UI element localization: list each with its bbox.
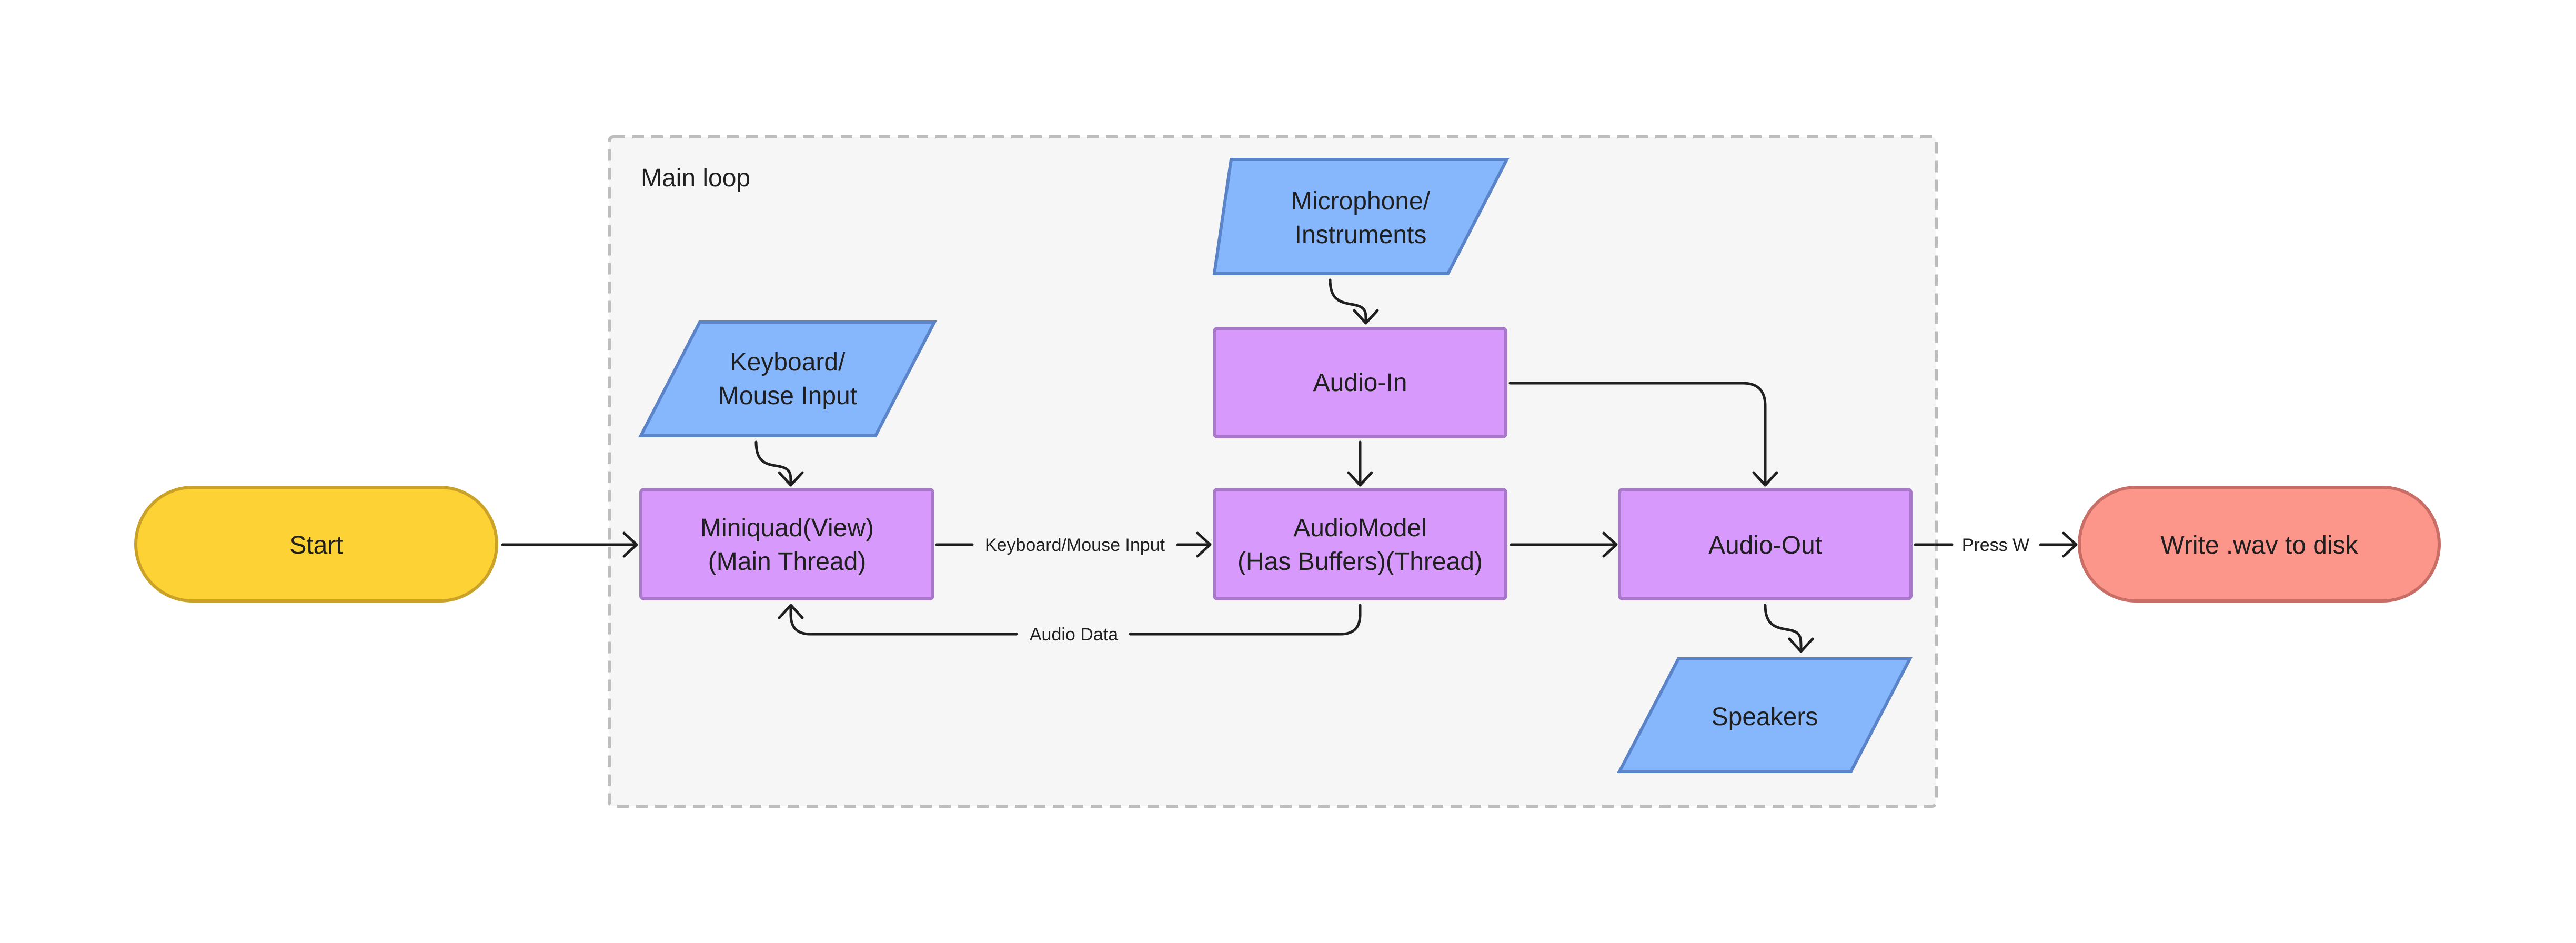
node-audio-model[interactable]: AudioModel (Has Buffers)(Thread) — [1213, 488, 1507, 600]
node-microphone-line-1: Microphone/ — [1291, 187, 1431, 215]
node-speakers[interactable]: Speakers — [1617, 657, 1913, 773]
edge-audioout-to-write: Press W — [1914, 531, 2078, 558]
edges: Keyboard/Mouse Input Audio Data — [501, 278, 2078, 653]
edge-microphone-to-audioin — [1329, 278, 1379, 325]
node-start[interactable]: Start — [134, 486, 498, 603]
node-audio-model-line-1: AudioModel — [1293, 514, 1427, 542]
nodes: Start Keyboard/ Mouse Input Miniquad(Vie… — [134, 158, 2441, 773]
edge-start-to-miniquad — [501, 531, 638, 558]
main-loop-group: Main loop — [608, 135, 1938, 808]
node-write-wav[interactable]: Write .wav to disk — [2078, 486, 2441, 603]
node-microphone-line-2: Instruments — [1295, 221, 1427, 249]
node-miniquad[interactable]: Miniquad(View) (Main Thread) — [639, 488, 934, 600]
node-audio-in-label: Audio-In — [1313, 369, 1407, 397]
node-miniquad-line-2: (Main Thread) — [708, 548, 867, 576]
edge-miniquad-to-audiomodel: Keyboard/Mouse Input — [935, 531, 1212, 558]
node-write-wav-label: Write .wav to disk — [2160, 531, 2358, 559]
node-speakers-label: Speakers — [1712, 703, 1818, 731]
edge-audioout-to-speakers — [1764, 604, 1814, 653]
edge-audioin-to-audioout — [1508, 382, 1778, 487]
node-keyboard-mouse-input[interactable]: Keyboard/ Mouse Input — [638, 320, 937, 437]
node-keyboard-mouse-input-line-2: Mouse Input — [718, 382, 857, 410]
edge-label-press-w: Press W — [1962, 535, 2029, 555]
node-audio-in[interactable]: Audio-In — [1213, 327, 1507, 438]
node-audio-model-line-2: (Has Buffers)(Thread) — [1237, 548, 1483, 576]
edge-audiomodel-to-audioout — [1510, 531, 1618, 558]
edge-audiomodel-to-miniquad: Audio Data — [778, 604, 1362, 645]
node-audio-out-label: Audio-Out — [1708, 531, 1822, 559]
node-miniquad-line-1: Miniquad(View) — [700, 514, 874, 542]
edge-label-keyboard-mouse-input: Keyboard/Mouse Input — [985, 535, 1165, 555]
main-loop-label: Main loop — [641, 164, 750, 192]
node-keyboard-mouse-input-line-1: Keyboard/ — [730, 348, 846, 376]
edge-label-audio-data: Audio Data — [1030, 625, 1118, 645]
node-start-label: Start — [289, 531, 343, 559]
edge-keyboard-to-miniquad — [754, 440, 804, 487]
node-microphone-instruments[interactable]: Microphone/ Instruments — [1212, 158, 1510, 275]
node-audio-out[interactable]: Audio-Out — [1618, 488, 1913, 600]
edge-audioin-to-audiomodel — [1347, 440, 1373, 487]
